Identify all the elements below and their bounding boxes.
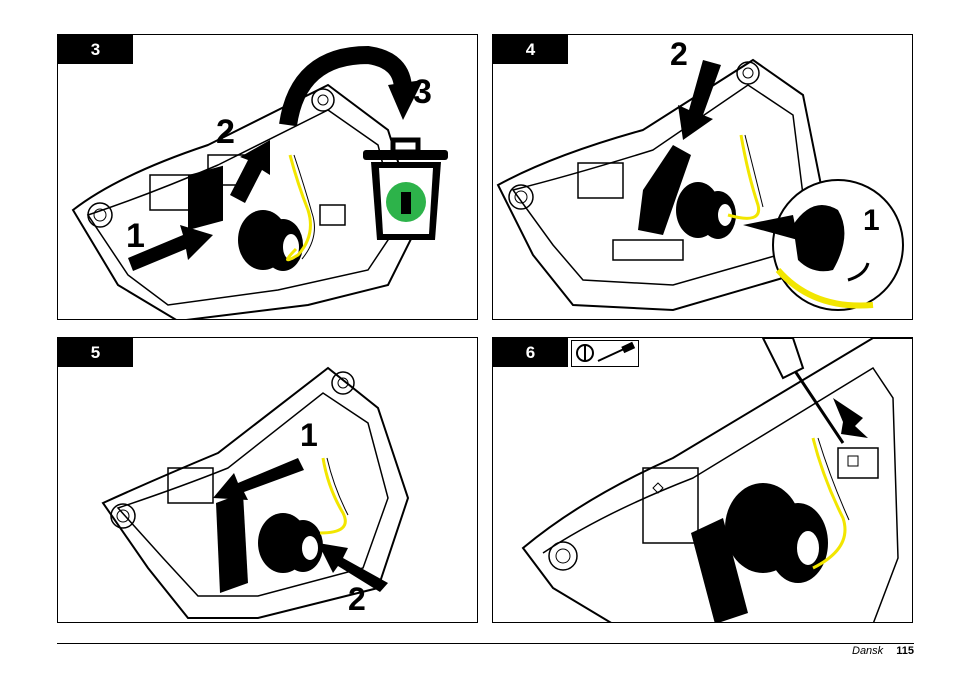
step-6-illustration (493, 338, 913, 623)
callout-2: 2 (348, 581, 366, 617)
page-number: 115 (896, 645, 914, 657)
callout-1: 1 (126, 217, 145, 255)
footer-rule (57, 643, 914, 644)
step-3-panel: 3 1 2 3 (57, 34, 478, 320)
step-4-illustration: 2 1 (493, 35, 913, 320)
callout-2: 2 (670, 36, 688, 72)
step-6-panel: 6 (492, 337, 913, 623)
step-5-panel: 5 1 2 (57, 337, 478, 623)
callout-1: 1 (863, 204, 880, 237)
page-footer: Dansk 115 (852, 645, 914, 657)
step-3-illustration: 1 2 3 (58, 35, 478, 320)
step-4-panel: 4 2 1 (492, 34, 913, 320)
callout-3: 3 (413, 73, 432, 111)
step-5-illustration: 1 2 (58, 338, 478, 623)
callout-1: 1 (300, 417, 318, 453)
footer-language: Dansk (852, 645, 883, 657)
callout-2: 2 (216, 113, 235, 151)
